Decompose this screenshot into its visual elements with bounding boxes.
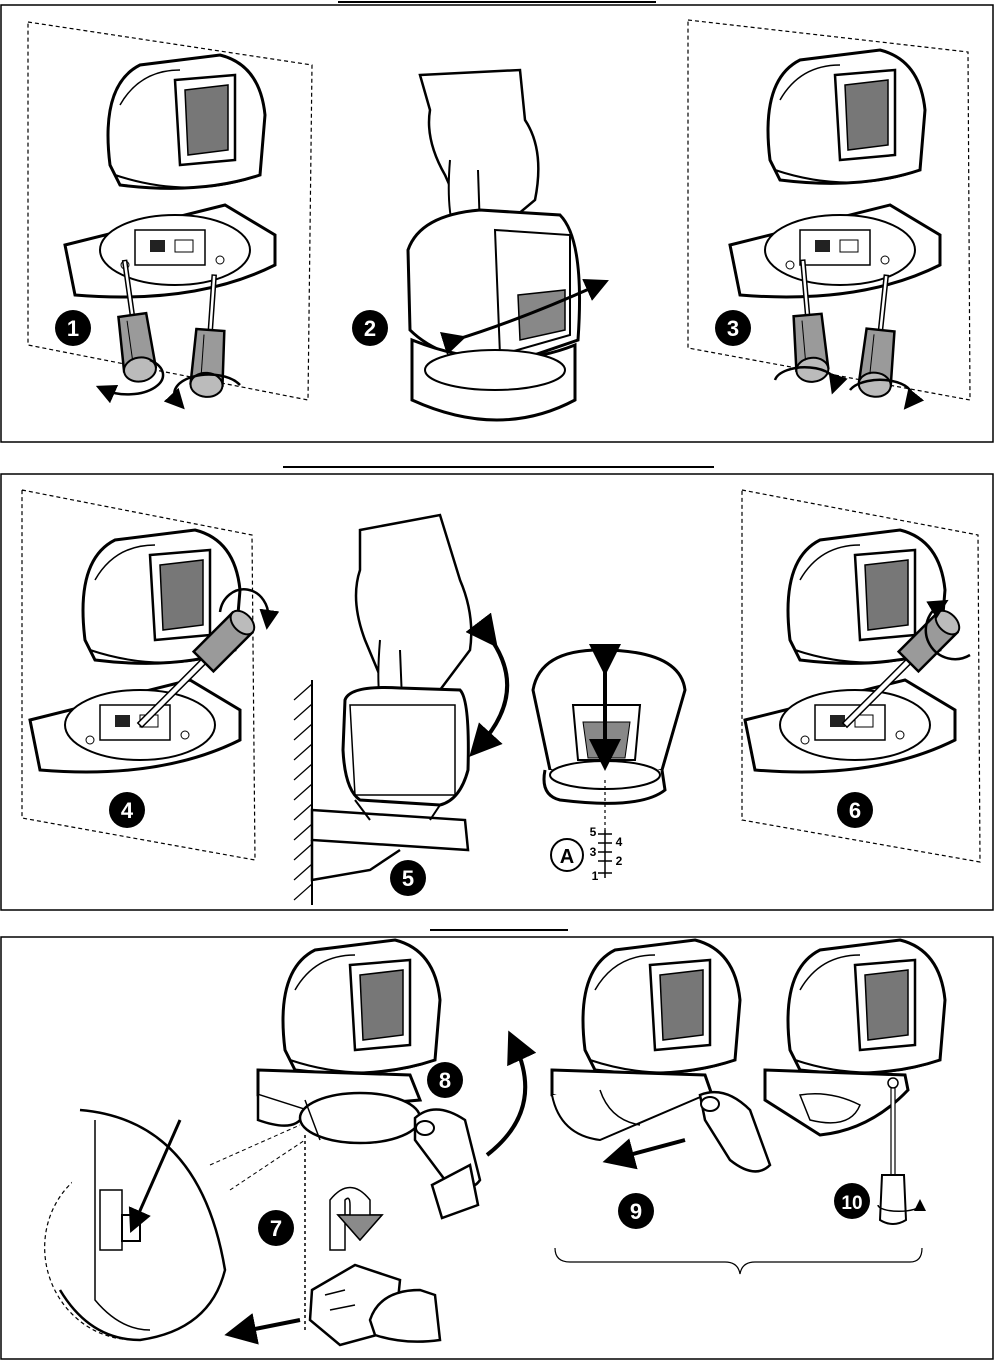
figure-step-4 [22, 490, 268, 860]
step-2-badge: 2 [352, 310, 388, 346]
scale-tick-3: 3 [590, 845, 597, 859]
step-3-badge: 3 [715, 310, 751, 346]
step-4-number: 4 [121, 798, 134, 823]
scale-tick-5: 5 [590, 825, 597, 839]
scale-tick-2: 2 [616, 854, 623, 868]
step-6-badge: 6 [837, 792, 873, 828]
step-9-badge: 9 [618, 1193, 654, 1229]
sensitivity-scale: A 5 4 3 2 1 [551, 825, 623, 883]
scale-label: A [560, 846, 574, 868]
step-2-number: 2 [364, 316, 376, 341]
figure-step-2 [408, 70, 598, 420]
step-1-number: 1 [67, 316, 79, 341]
step-10-number: 10 [841, 1193, 862, 1214]
scale-tick-1: 1 [592, 869, 599, 883]
step-5-badge: 5 [390, 860, 426, 896]
step-8-badge: 8 [427, 1062, 463, 1098]
step-7-number: 7 [270, 1216, 282, 1241]
step-8-number: 8 [439, 1068, 451, 1093]
step-7-badge: 7 [258, 1210, 294, 1246]
group-brace [555, 1248, 922, 1274]
step-9-number: 9 [630, 1199, 642, 1224]
figure-step-7-8 [240, 940, 525, 1345]
step-5-number: 5 [402, 866, 414, 891]
step-3-number: 3 [727, 316, 739, 341]
figure-step-5 [294, 515, 685, 905]
figure-step-10 [765, 940, 945, 1224]
step-1-badge: 1 [55, 310, 91, 346]
step-6-number: 6 [849, 798, 861, 823]
figure-step-9 [552, 940, 770, 1171]
scale-tick-4: 4 [616, 835, 623, 849]
step-10-badge: 10 [834, 1183, 870, 1219]
step-4-badge: 4 [109, 792, 145, 828]
